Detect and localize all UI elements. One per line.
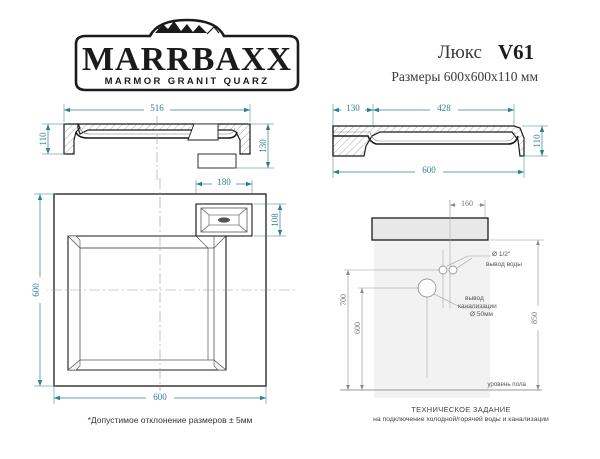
dim-label-130-right: 130 [258, 139, 268, 153]
faucet-hole [218, 217, 230, 223]
dim-label-160: 160 [461, 199, 473, 208]
brand-tagline: MARMOR GRANIT QUARZ [105, 76, 270, 87]
dim-label-516: 516 [150, 103, 164, 113]
model-prefix: Люкс [438, 42, 482, 63]
dim-130-right: 130 [234, 123, 274, 169]
dim-428-top: 428 [373, 102, 515, 126]
dim-label-700: 700 [339, 294, 348, 306]
logo-frame [74, 18, 300, 92]
dim-600-vertical: 600 [31, 193, 56, 387]
dim-130-top: 130 [332, 102, 374, 126]
water-outlets [438, 255, 490, 275]
dim-label-428: 428 [437, 103, 451, 113]
sewer-label-2: канализации [458, 303, 497, 310]
top-plan-view: 180 [18, 174, 318, 406]
floor-level-label: уровень пола [487, 381, 526, 388]
side-section-profile [332, 125, 525, 157]
dim-110-right: 110 [522, 125, 548, 157]
spec-title: ТЕХНИЧЕСКОЕ ЗАДАНИЕ [411, 405, 511, 414]
sewer-diameter-label: Ø 50мм [470, 311, 494, 318]
dim-600-bottom: 600 [332, 156, 525, 178]
dim-160: 160 [449, 198, 486, 220]
side-section-view: 130 428 [308, 94, 592, 186]
water-diameter-label: Ø 1/2" [492, 251, 511, 258]
installation-diagram: 160 Ø 1/2" вывод воды [330, 190, 592, 402]
dim-label-108: 108 [270, 213, 280, 227]
dim-label-110-left: 110 [38, 132, 48, 146]
dim-label-600-side: 600 [422, 165, 436, 175]
tolerance-caption: *Допустимое отклонение размеров ± 5мм [87, 415, 253, 425]
wall-shading [374, 240, 490, 398]
sewer-label-1: вывод [465, 295, 484, 302]
basin-block [371, 217, 489, 241]
tap-deck [80, 203, 253, 360]
dim-label-110-right: 110 [532, 134, 542, 148]
dim-516: 516 [63, 102, 251, 122]
front-section-view: 516 110 [18, 94, 310, 180]
model-code: V61 [498, 40, 534, 64]
dim-110-left: 110 [38, 123, 66, 155]
title-block: Люкс V61 Размеры 600х600х110 мм [330, 36, 570, 88]
dim-label-600-h: 600 [153, 392, 167, 402]
water-outlet-label: вывод воды [486, 261, 522, 268]
dim-label-600-install: 600 [353, 322, 362, 334]
dim-108: 108 [254, 203, 286, 237]
dim-700: 700 [339, 269, 440, 390]
dim-label-850: 850 [530, 312, 539, 324]
dim-600-horizontal: 600 [53, 386, 267, 404]
dim-label-130-top: 130 [346, 103, 360, 113]
spec-subtitle: на подключение холодной/горячей воды и к… [373, 416, 549, 423]
dim-label-600-v: 600 [31, 283, 41, 297]
dim-label-180: 180 [217, 177, 231, 187]
dim-600-install: 600 [353, 287, 420, 390]
brand-name: MARRBAXX [82, 41, 292, 78]
brand-logo: MARRBAXX MARMOR GRANIT QUARZ [62, 18, 312, 96]
dimensions-line: Размеры 600х600х110 мм [391, 69, 538, 84]
mountain-icon [149, 21, 220, 35]
dim-850: 850 [490, 239, 544, 390]
